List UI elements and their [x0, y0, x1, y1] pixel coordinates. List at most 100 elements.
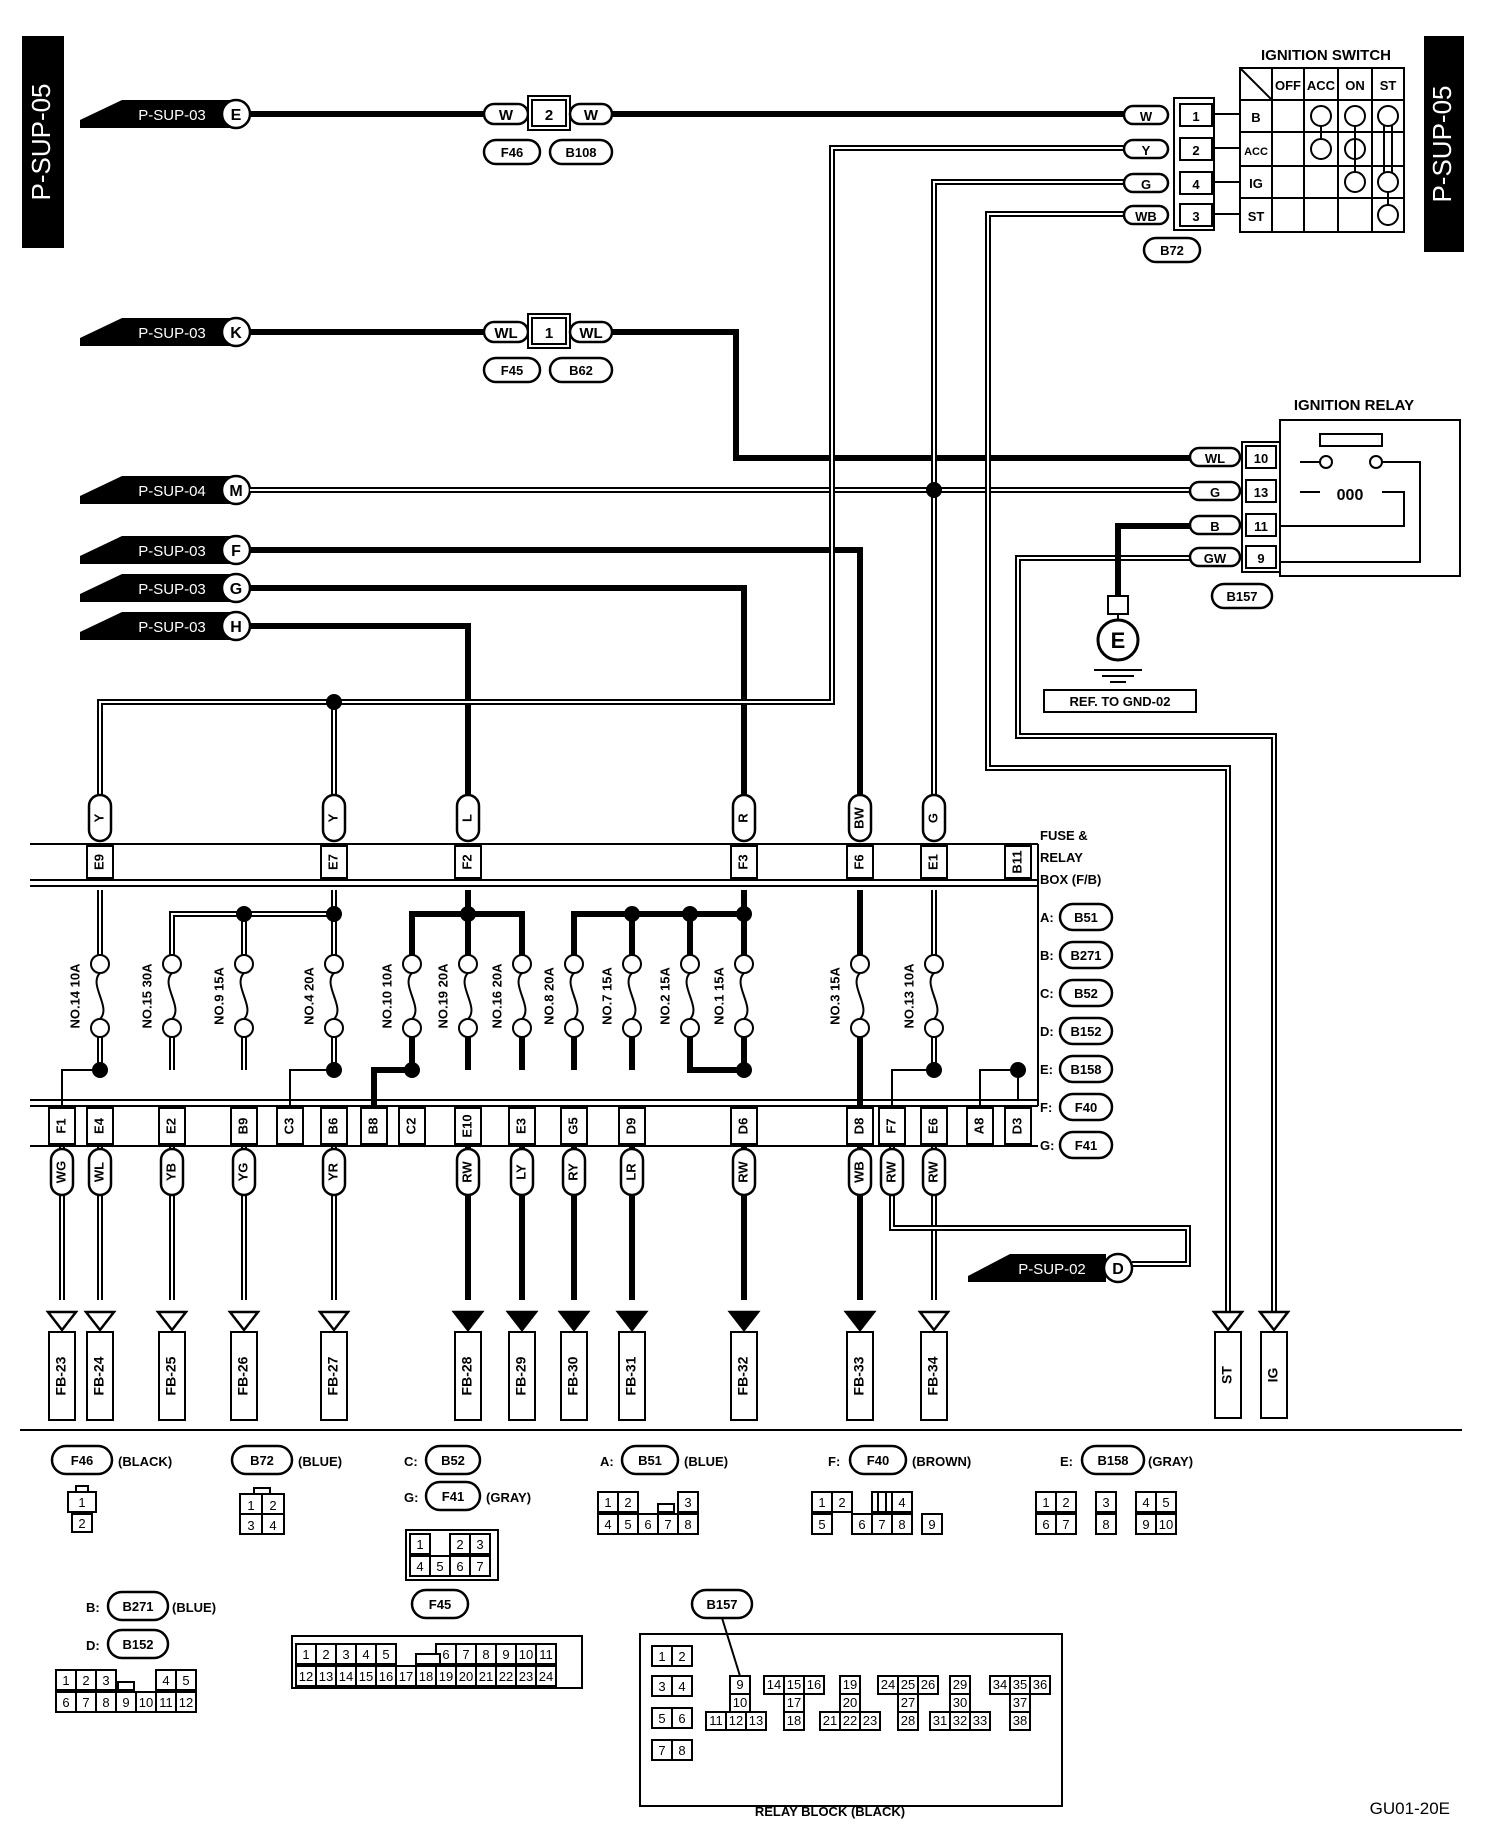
svg-text:B158: B158: [1070, 1062, 1101, 1077]
top-wire-pill-e9: Y: [87, 793, 113, 843]
svg-text:1: 1: [302, 1647, 309, 1662]
ref-flag-m[interactable]: P-SUP-04 M: [80, 474, 252, 506]
output-fb-32: FB-32: [727, 1310, 761, 1421]
svg-text:(GRAY): (GRAY): [486, 1490, 531, 1505]
svg-text:18: 18: [787, 1713, 801, 1728]
svg-text:16: 16: [379, 1669, 393, 1684]
fuse-label-12: NO.3 15A: [827, 966, 842, 1024]
svg-text:2: 2: [82, 1673, 89, 1688]
svg-text:E: E: [1111, 628, 1126, 653]
svg-text:C:: C:: [404, 1454, 418, 1469]
bottom-terminal-label-c2: C2: [403, 1118, 418, 1135]
svg-text:4: 4: [898, 1495, 905, 1510]
legend-b72: B72 (BLUE) 1 2 3 4: [230, 1444, 342, 1535]
bottom-terminal-label-e3: E3: [513, 1118, 528, 1134]
ref-flag-e[interactable]: P-SUP-03 E: [80, 98, 252, 130]
ref-flag-h[interactable]: P-SUP-03 H: [80, 610, 252, 642]
svg-text:2: 2: [1192, 143, 1199, 158]
bottom-terminal-e10: E10: [454, 1107, 482, 1145]
svg-text:26: 26: [921, 1677, 935, 1692]
svg-text:D: D: [1112, 1261, 1124, 1278]
svg-text:P-SUP-03: P-SUP-03: [138, 619, 206, 636]
svg-text:20: 20: [459, 1669, 473, 1684]
ref-flag-k[interactable]: P-SUP-03 K: [80, 316, 252, 348]
bottom-wire-pill-f1: WG: [49, 1147, 75, 1197]
output-fb-33: FB-33: [843, 1310, 877, 1421]
top-terminal-label-f2: F2: [459, 854, 474, 869]
svg-text:6: 6: [644, 1517, 651, 1532]
svg-text:17: 17: [787, 1695, 801, 1710]
fuse-label-6: NO.19 20A: [435, 963, 450, 1029]
svg-text:2: 2: [678, 1649, 685, 1664]
bottom-terminal-b8: B8: [360, 1107, 388, 1145]
bottom-terminal-label-a8: A8: [971, 1118, 986, 1135]
svg-text:4: 4: [269, 1518, 276, 1533]
bottom-wire-pill-g5: RY: [561, 1147, 587, 1197]
svg-text:3: 3: [658, 1679, 665, 1694]
bottom-terminal-label-b6: B6: [325, 1118, 340, 1135]
bottom-wire-pill-e3-label: LY: [513, 1164, 528, 1180]
svg-text:F40: F40: [1075, 1100, 1097, 1115]
svg-text:ST: ST: [1248, 209, 1265, 224]
bottom-terminal-c3: C3: [276, 1107, 304, 1145]
svg-text:5: 5: [624, 1517, 631, 1532]
svg-text:F:: F:: [828, 1454, 840, 1469]
svg-text:B157: B157: [706, 1597, 737, 1612]
svg-text:27: 27: [901, 1695, 915, 1710]
svg-text:1: 1: [545, 325, 553, 342]
bottom-terminal-b9: B9: [230, 1107, 258, 1145]
svg-text:WL: WL: [1205, 451, 1225, 466]
ignition-switch: IGNITION SWITCH W Y G WB 1 2 4 3 OFF: [1122, 47, 1405, 264]
bottom-wire-pill-d8-label: WB: [851, 1161, 866, 1183]
bottom-wire-pill-e10-label: RW: [459, 1161, 474, 1183]
svg-text:20: 20: [843, 1695, 857, 1710]
svg-text:7: 7: [664, 1517, 671, 1532]
svg-text:G: G: [230, 581, 242, 598]
bottom-wire-pill-e4-label: WL: [91, 1162, 106, 1182]
svg-text:B51: B51: [638, 1453, 662, 1468]
top-terminal-f6: F6: [846, 845, 874, 879]
svg-text:(BLUE): (BLUE): [172, 1600, 216, 1615]
top-wire-pill-f3: R: [731, 793, 757, 843]
svg-text:G: G: [1210, 485, 1220, 500]
svg-text:4: 4: [162, 1673, 169, 1688]
svg-text:B: B: [1251, 110, 1260, 125]
svg-text:GW: GW: [1204, 551, 1227, 566]
svg-text:14: 14: [767, 1677, 781, 1692]
svg-text:8: 8: [1102, 1517, 1109, 1532]
bottom-wire-pill-e6: RW: [921, 1147, 947, 1197]
svg-text:1: 1: [247, 1498, 254, 1513]
top-terminal-e1: E1: [920, 845, 948, 879]
svg-text:W: W: [499, 107, 514, 124]
svg-text:12: 12: [179, 1695, 193, 1710]
svg-text:35: 35: [1013, 1677, 1027, 1692]
output-label-fb-26: FB-26: [235, 1356, 251, 1395]
svg-text:A:: A:: [1040, 910, 1054, 925]
bottom-wire-pill-e6-label: RW: [925, 1161, 940, 1183]
bottom-terminal-e2: E2: [158, 1107, 186, 1145]
svg-text:4: 4: [362, 1647, 369, 1662]
svg-text:11: 11: [159, 1695, 173, 1710]
output-fb-29: FB-29: [505, 1310, 539, 1421]
top-terminal-f2: F2: [454, 845, 482, 879]
svg-text:5: 5: [1162, 1495, 1169, 1510]
svg-text:6: 6: [442, 1647, 449, 1662]
svg-text:F46: F46: [71, 1453, 93, 1468]
svg-text:B: B: [1210, 519, 1219, 534]
ref-flag-f[interactable]: P-SUP-03 F: [80, 534, 252, 566]
svg-text:ACC: ACC: [1244, 146, 1268, 158]
output-label-fb-32: FB-32: [735, 1356, 751, 1395]
svg-text:M: M: [229, 483, 242, 500]
svg-text:24: 24: [881, 1677, 895, 1692]
ref-flag-g[interactable]: P-SUP-03 G: [80, 572, 252, 604]
fuse-10: NO.2 15A: [657, 954, 700, 1038]
bottom-wire-pill-b6: YR: [321, 1147, 347, 1197]
svg-text:23: 23: [519, 1669, 533, 1684]
svg-text:6: 6: [456, 1559, 463, 1574]
ref-flag-d[interactable]: P-SUP-02 D: [968, 1252, 1134, 1284]
bottom-terminal-e3: E3: [508, 1107, 536, 1145]
svg-text:E: E: [231, 107, 242, 124]
svg-text:ACC: ACC: [1307, 78, 1336, 93]
